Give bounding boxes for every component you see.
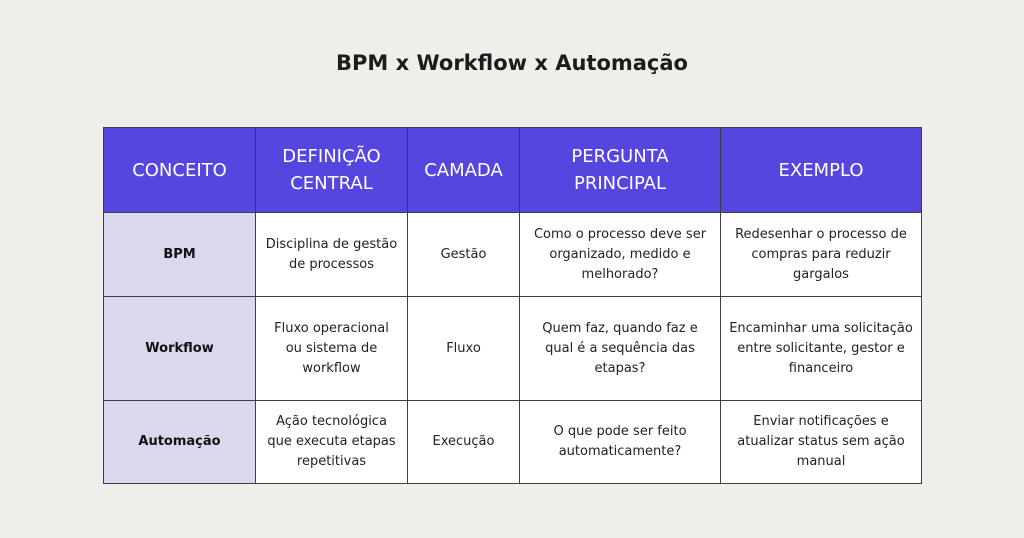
row-question-cell: Como o processo deve ser organizado, med…: [519, 212, 721, 297]
page-title: BPM x Workflow x Automação: [336, 51, 688, 75]
row-concept-cell: BPM: [103, 212, 256, 297]
column-header-definition: DEFINIÇÃO CENTRAL: [255, 127, 408, 213]
table-row: Automação Ação tecnológica que executa e…: [103, 400, 922, 484]
row-example-cell: Enviar notificações e atualizar status s…: [720, 400, 922, 484]
row-definition-cell: Ação tecnológica que executa etapas repe…: [255, 400, 408, 484]
row-concept-cell: Automação: [103, 400, 256, 484]
row-definition-cell: Fluxo operacional ou sistema de workflow: [255, 296, 408, 401]
row-question-cell: O que pode ser feito automaticamente?: [519, 400, 721, 484]
comparison-table: CONCEITO DEFINIÇÃO CENTRAL CAMADA PERGUN…: [103, 127, 922, 484]
row-layer-cell: Gestão: [407, 212, 520, 297]
row-example-cell: Encaminhar uma solicitação entre solicit…: [720, 296, 922, 401]
table-header-row: CONCEITO DEFINIÇÃO CENTRAL CAMADA PERGUN…: [103, 127, 922, 213]
column-header-question: PERGUNTA PRINCIPAL: [519, 127, 721, 213]
column-header-layer: CAMADA: [407, 127, 520, 213]
row-concept-cell: Workflow: [103, 296, 256, 401]
row-question-cell: Quem faz, quando faz e qual é a sequênci…: [519, 296, 721, 401]
column-header-example: EXEMPLO: [720, 127, 922, 213]
row-layer-cell: Fluxo: [407, 296, 520, 401]
column-header-concept: CONCEITO: [103, 127, 256, 213]
table-row: BPM Disciplina de gestão de processos Ge…: [103, 212, 922, 297]
row-layer-cell: Execução: [407, 400, 520, 484]
row-example-cell: Redesenhar o processo de compras para re…: [720, 212, 922, 297]
row-definition-cell: Disciplina de gestão de processos: [255, 212, 408, 297]
table-row: Workflow Fluxo operacional ou sistema de…: [103, 296, 922, 401]
